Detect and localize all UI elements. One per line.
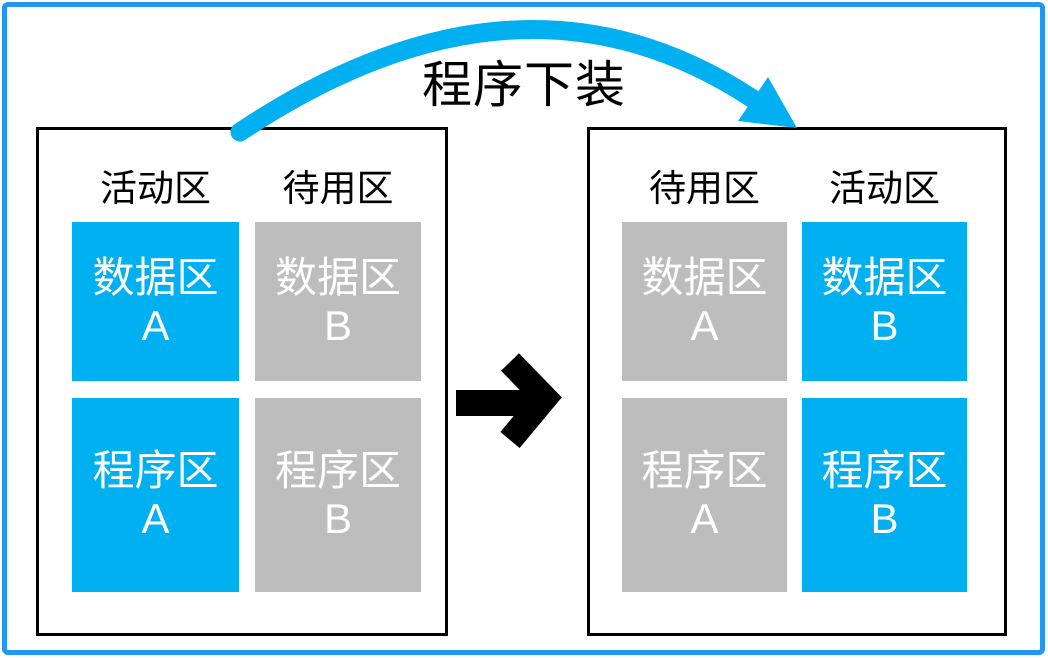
block-letter: B — [870, 495, 899, 542]
block-letter: A — [141, 495, 170, 542]
column-header-standby: 待用区 — [282, 168, 394, 209]
data-area-b-block: 数据区 B — [255, 222, 421, 381]
block-name: 数据区 — [821, 253, 948, 301]
block-name: 程序区 — [92, 447, 219, 494]
column-header-active: 活动区 — [100, 168, 211, 209]
column-header-standby: 待用区 — [649, 168, 760, 209]
panel-before: 活动区 待用区 数据区 A 数据区 B 程序区 A 程序区 B — [36, 127, 448, 636]
data-area-b-block: 数据区 B — [802, 222, 967, 381]
data-area-a-block: 数据区 A — [72, 222, 239, 381]
block-letter: A — [690, 495, 719, 542]
arrow-shaft — [456, 390, 536, 416]
block-name: 程序区 — [641, 447, 768, 494]
program-area-a-block: 程序区 A — [622, 398, 787, 592]
panel-after: 待用区 活动区 数据区 A 数据区 B 程序区 A 程序区 B — [587, 127, 1007, 636]
block-letter: B — [323, 301, 352, 349]
block-letter: A — [690, 301, 719, 349]
block-letter: A — [141, 301, 170, 349]
diagram-title: 程序下装 — [422, 57, 626, 113]
block-letter: B — [870, 301, 899, 349]
transition-right-arrow-icon — [456, 353, 562, 449]
block-name: 数据区 — [641, 253, 768, 301]
program-area-a-block: 程序区 A — [72, 398, 239, 592]
block-name: 程序区 — [274, 447, 401, 494]
program-area-b-block: 程序区 B — [802, 398, 967, 592]
program-area-b-block: 程序区 B — [255, 398, 421, 592]
column-header-active: 活动区 — [829, 168, 940, 209]
block-name: 数据区 — [92, 253, 219, 301]
block-name: 程序区 — [821, 447, 948, 494]
data-area-a-block: 数据区 A — [622, 222, 787, 381]
block-letter: B — [323, 495, 352, 542]
arrow-chevron — [500, 353, 562, 449]
block-name: 数据区 — [274, 253, 401, 301]
